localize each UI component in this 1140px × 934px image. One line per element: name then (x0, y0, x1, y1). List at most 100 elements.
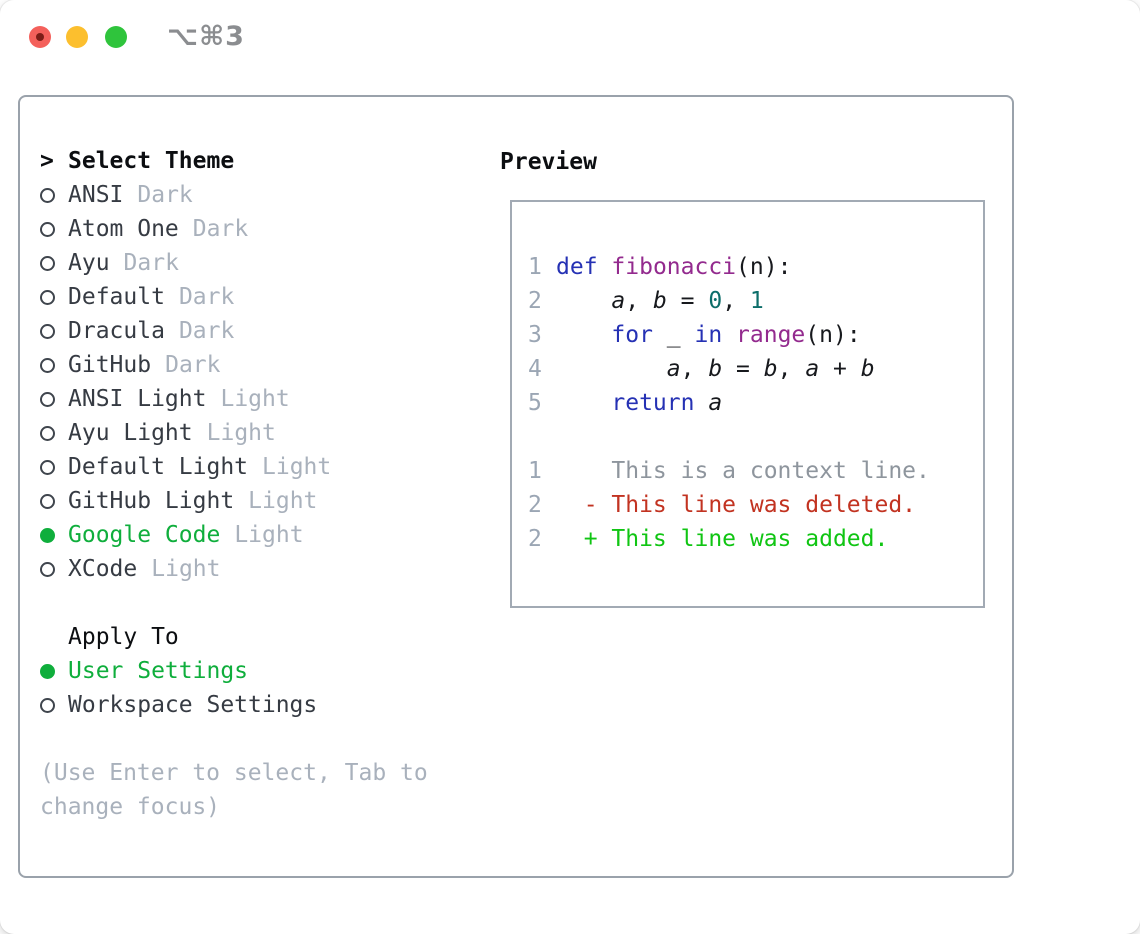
code-line: 2 - This line was deleted. (528, 488, 983, 522)
preview-title: Preview (500, 149, 597, 175)
theme-item[interactable]: Google Code Light (40, 518, 500, 552)
theme-variant-label: Dark (123, 250, 179, 276)
line-number: 2 (528, 492, 542, 518)
radio-icon (40, 697, 68, 713)
radio-selected-icon (40, 527, 68, 543)
code-line: 4 a, b = b, a + b (528, 352, 983, 386)
radio-icon (40, 459, 68, 475)
apply-option[interactable]: Workspace Settings (40, 688, 500, 722)
code-line: 1 This is a context line. (528, 454, 983, 488)
theme-variant-label: Light (248, 488, 318, 514)
theme-item[interactable]: Ayu Light Light (40, 416, 500, 450)
radio-icon (40, 357, 68, 373)
line-number: 2 (528, 526, 542, 552)
help-text-line: (Use Enter to select, Tab to (40, 760, 428, 786)
apply-option-label: Workspace Settings (68, 692, 318, 718)
radio-icon (40, 187, 68, 203)
theme-variant-label: Dark (192, 216, 249, 242)
theme-item-label: Atom One (68, 216, 179, 242)
theme-variant-label: Dark (178, 318, 235, 344)
code-content: a, b = b, a + b (666, 356, 875, 382)
radio-icon (40, 391, 68, 407)
code-line: 3 for _ in range(n): (528, 318, 983, 352)
theme-variant-label: Dark (137, 182, 193, 208)
select-theme-title: Select Theme (68, 148, 235, 174)
radio-icon (40, 425, 68, 441)
radio-selected-icon (40, 663, 68, 679)
theme-item-label: Ayu Light (68, 420, 193, 446)
theme-variant-label: Light (234, 522, 304, 548)
apply-option-label: User Settings (68, 658, 249, 684)
radio-icon (40, 561, 68, 577)
help-text: (Use Enter to select, Tab to change focus… (40, 756, 500, 824)
spacer (40, 586, 500, 620)
theme-item-label: GitHub Light (68, 488, 235, 514)
code-line: 2 + This line was added. (528, 522, 983, 556)
prompt-icon: > (40, 148, 54, 174)
theme-item[interactable]: ANSI Dark (40, 178, 500, 212)
radio-icon (40, 323, 68, 339)
line-number: 4 (528, 356, 542, 382)
select-theme-header: > Select Theme (40, 144, 500, 178)
theme-item[interactable]: GitHub Dark (40, 348, 500, 382)
theme-variant-label: Light (262, 454, 332, 480)
code-content: + This line was added. (556, 526, 889, 552)
apply-to-header: Apply To (40, 620, 500, 654)
close-button-dot-icon (36, 33, 44, 41)
radio-icon (40, 255, 68, 271)
theme-variant-label: Light (220, 386, 290, 412)
zoom-button[interactable] (105, 26, 127, 48)
theme-item[interactable]: Default Dark (40, 280, 500, 314)
theme-item[interactable]: ANSI Light Light (40, 382, 500, 416)
theme-item[interactable]: XCode Light (40, 552, 500, 586)
minimize-button[interactable] (66, 26, 88, 48)
theme-variant-label: Light (151, 556, 221, 582)
line-number: 1 (528, 458, 542, 484)
theme-item-label: ANSI (68, 182, 124, 208)
code-line: 2 a, b = 0, 1 (528, 284, 983, 318)
theme-item-label: ANSI Light (68, 386, 207, 412)
theme-variant-label: Light (206, 420, 276, 446)
theme-item-label: Dracula (68, 318, 165, 344)
code-content: for _ in range(n): (611, 322, 861, 348)
theme-item-label: Default (68, 284, 165, 310)
theme-item-label: Default Light (68, 454, 249, 480)
theme-item-label: XCode (68, 556, 138, 582)
line-number: 1 (528, 254, 542, 280)
code-line (528, 420, 983, 454)
code-content: a, b = 0, 1 (611, 288, 764, 314)
code-content: return a (611, 390, 723, 416)
line-number: 3 (528, 322, 542, 348)
help-text-line: change focus) (40, 794, 221, 820)
theme-item-label: GitHub (68, 352, 152, 378)
spacer (40, 722, 500, 756)
radio-icon (40, 289, 68, 305)
code-content: - This line was deleted. (556, 492, 917, 518)
theme-variant-label: Dark (178, 284, 235, 310)
apply-to-title: Apply To (68, 624, 179, 650)
radio-icon (40, 493, 68, 509)
theme-item[interactable]: Atom One Dark (40, 212, 500, 246)
theme-item[interactable]: Default Light Light (40, 450, 500, 484)
radio-icon (40, 221, 68, 237)
code-content: This is a context line. (556, 458, 930, 484)
theme-item[interactable]: GitHub Light Light (40, 484, 500, 518)
code-line: 5 return a (528, 386, 983, 420)
line-number: 5 (528, 390, 542, 416)
window-titlebar: ⌥⌘3 (0, 0, 1140, 74)
close-button[interactable] (29, 26, 51, 48)
apply-option[interactable]: User Settings (40, 654, 500, 688)
theme-item-label: Google Code (68, 522, 221, 548)
line-number: 2 (528, 288, 542, 314)
theme-item[interactable]: Dracula Dark (40, 314, 500, 348)
theme-variant-label: Dark (165, 352, 221, 378)
